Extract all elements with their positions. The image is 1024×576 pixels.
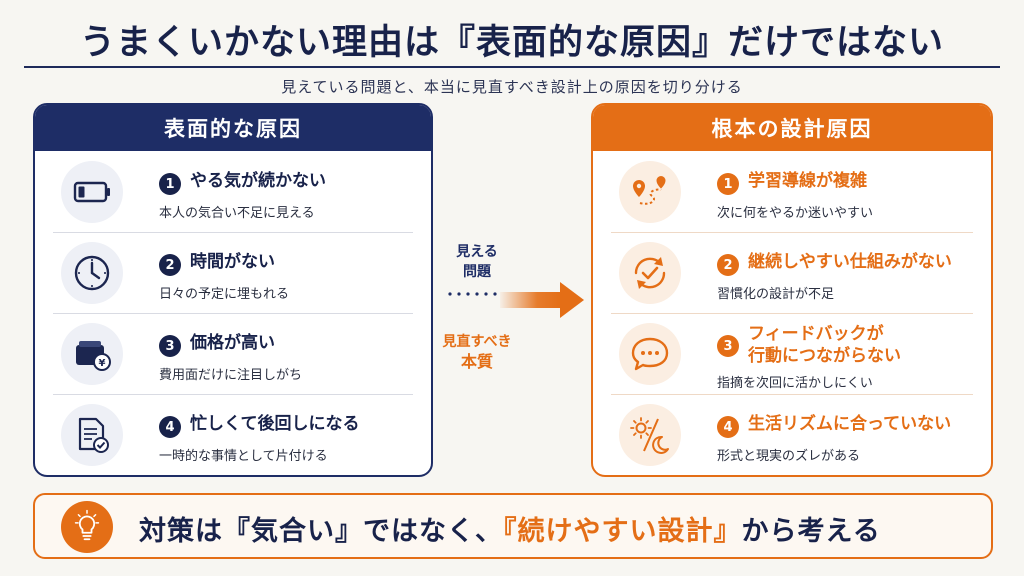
visible-problem-line2: 問題 (463, 264, 491, 280)
conclusion-text: 対策は『気合い』ではなく、『続けやすい設計』から考える (139, 509, 881, 548)
item-description: 費用面だけに注目しがち (159, 368, 303, 383)
item-number: 2 (717, 254, 739, 276)
item-title: 学習導線が複雑 (748, 171, 867, 191)
root-cause-item-1: 1 学習導線が複雑 次に何をやるか迷いやすい (593, 151, 991, 232)
item-title-line1: フィードバックが (748, 324, 884, 344)
conclusion-banner: 対策は『気合い』ではなく、『続けやすい設計』から考える (33, 493, 993, 559)
surface-cause-item-2: 2 時間がない 日々の予定に埋もれる (35, 232, 431, 313)
root-cause-item-3: 3 フィードバックが 行動につながらない 指摘を次回に活かしにくい (593, 313, 991, 394)
dotted-connector (448, 292, 497, 296)
essence-line1: 見直すべき (442, 334, 512, 350)
item-number: 3 (717, 335, 739, 357)
item-title: 時間がない (190, 252, 275, 272)
conclusion-part2: から考える (741, 516, 881, 547)
essence-label: 見直すべき 本質 (437, 332, 517, 372)
surface-causes-heading: 表面的な原因 (35, 105, 431, 151)
item-description: 次に何をやるか迷いやすい (717, 206, 874, 221)
svg-text:¥: ¥ (99, 358, 106, 369)
visible-problem-label: 見える 問題 (437, 242, 517, 282)
root-causes-panel: 根本の設計原因 1 学習導線が複雑 次に何をやるか迷いやすい 2 継続しやすい仕 (591, 103, 993, 477)
speech-bubble-icon (619, 323, 681, 385)
sun-moon-icon (619, 404, 681, 466)
item-number: 3 (159, 335, 181, 357)
item-description: 日々の予定に埋もれる (159, 287, 290, 302)
conclusion-part1: 対策は『気合い』ではなく、 (139, 516, 503, 547)
item-description: 一時的な事情として片付ける (159, 449, 328, 464)
item-title: 継続しやすい仕組みがない (748, 252, 952, 272)
surface-causes-panel: 表面的な原因 1 やる気が続かない 本人の気合い不足に見える (33, 103, 433, 477)
route-pins-icon (619, 161, 681, 223)
conclusion-highlight: 『続けやすい設計』 (503, 516, 742, 547)
item-description: 指摘を次回に活かしにくい (717, 376, 873, 391)
item-description: 形式と現実のズレがある (717, 449, 861, 464)
document-check-icon (61, 404, 123, 466)
item-number: 1 (717, 173, 739, 195)
essence-line2: 本質 (460, 352, 493, 371)
gradient-arrow-icon (500, 282, 584, 318)
surface-cause-item-4: 4 忙しくて後回しになる 一時的な事情として片付ける (35, 394, 431, 475)
battery-low-icon (61, 161, 123, 223)
item-description: 習慣化の設計が不足 (717, 287, 835, 302)
item-title: 生活リズムに合っていない (748, 414, 952, 434)
item-number: 4 (159, 416, 181, 438)
title-divider (24, 66, 1000, 68)
item-title: フィードバックが 行動につながらない (748, 323, 901, 367)
item-number: 2 (159, 254, 181, 276)
item-number: 1 (159, 173, 181, 195)
root-cause-item-4: 4 生活リズムに合っていない 形式と現実のズレがある (593, 394, 991, 475)
visible-problem-line1: 見える (456, 244, 498, 260)
page-subtitle: 見えている問題と、本当に見直すべき設計上の原因を切り分ける (281, 78, 743, 96)
surface-cause-item-3: ¥ 3 価格が高い 費用面だけに注目しがち (35, 313, 431, 394)
root-cause-item-2: 2 継続しやすい仕組みがない 習慣化の設計が不足 (593, 232, 991, 313)
page-title: うまくいかない理由は『表面的な原因』だけではない (79, 23, 944, 63)
root-causes-heading: 根本の設計原因 (593, 105, 991, 151)
item-number: 4 (717, 416, 739, 438)
surface-cause-item-1: 1 やる気が続かない 本人の気合い不足に見える (35, 151, 431, 232)
lightbulb-icon (61, 501, 113, 553)
wallet-yen-icon: ¥ (61, 323, 123, 385)
item-title: 価格が高い (190, 333, 275, 353)
item-description: 本人の気合い不足に見える (159, 206, 315, 221)
item-title: 忙しくて後回しになる (190, 414, 360, 434)
item-title: やる気が続かない (190, 171, 326, 191)
cycle-check-icon (619, 242, 681, 304)
item-title-line2: 行動につながらない (748, 346, 901, 366)
clock-icon (61, 242, 123, 304)
